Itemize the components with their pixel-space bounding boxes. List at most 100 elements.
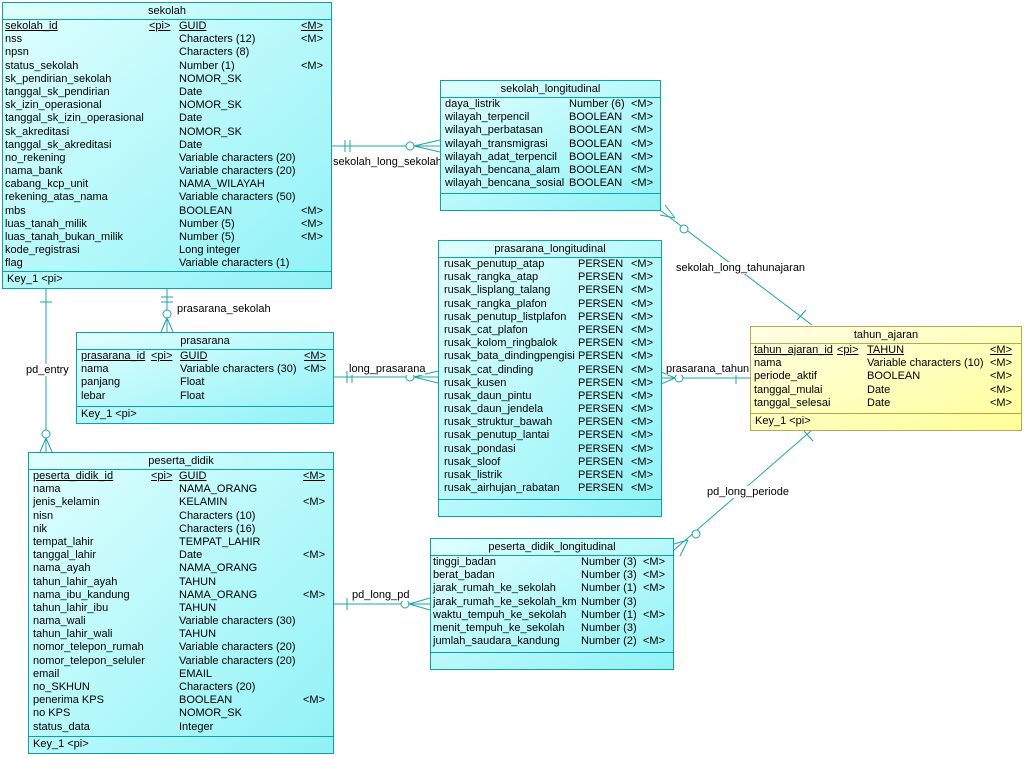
attribute-mandatory: <M> [643, 556, 666, 568]
attribute-type: Float [180, 376, 205, 389]
attribute-row[interactable]: sekolah_id<pi>GUID<M> [3, 20, 331, 33]
attribute-row[interactable]: panjang Float [77, 376, 333, 389]
attribute-name: wilayah_adat_terpencil [445, 150, 557, 163]
attribute-row[interactable]: tahun_ajaran_id<pi>TAHUN<M> [751, 344, 1021, 357]
attribute-type: Variable characters (30) [179, 615, 296, 628]
attribute-row[interactable]: peserta_didik_id<pi>GUID<M> [29, 470, 333, 483]
attribute-type: Float [180, 389, 205, 402]
attribute-mandatory: <M> [643, 582, 666, 595]
rel-label-pd-entry: pd_entry [26, 364, 69, 376]
entity-tahun-ajaran[interactable]: tahun_ajaran tahun_ajaran_id<pi>TAHUN<M>… [750, 326, 1022, 431]
attribute-row[interactable]: prasarana_id<pi>GUID<M> [77, 350, 333, 363]
entity-peserta-didik[interactable]: peserta_didik peserta_didik_id<pi>GUID<M… [28, 452, 334, 754]
entity-prasarana-longitudinal[interactable]: prasarana_longitudinal rusak_penutup_ata… [438, 240, 662, 517]
attribute-type: Long integer [179, 244, 241, 257]
attribute-name: panjang [81, 376, 121, 389]
attribute-name: rusak_penutup_atap [444, 258, 545, 270]
attribute-type: Variable characters (20) [179, 654, 296, 667]
attribute-type: BOOLEAN [867, 370, 921, 383]
attribute-type: PERSEN [578, 416, 624, 429]
